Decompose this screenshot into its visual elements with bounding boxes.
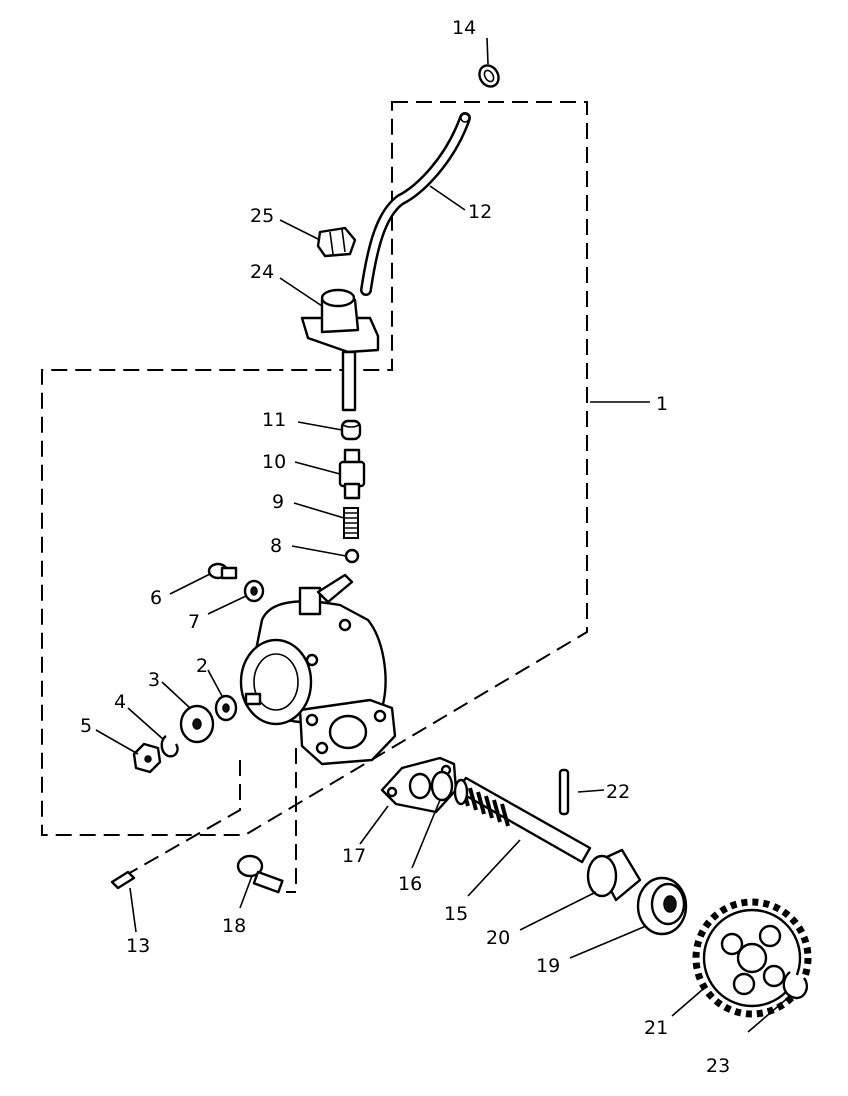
callout-1: 1	[656, 393, 668, 415]
callout-5: 5	[80, 715, 92, 737]
callout-14: 14	[452, 17, 476, 39]
callout-20: 20	[486, 927, 510, 949]
part-12-oil-pipe	[360, 112, 471, 296]
callout-11: 11	[262, 409, 286, 431]
part-14-cap	[478, 64, 500, 88]
callout-8: 8	[270, 535, 282, 557]
part-6-screw	[207, 562, 238, 580]
part-19-bearing	[636, 876, 688, 936]
part-16-o-ring	[430, 770, 454, 802]
part-18-bolt	[236, 854, 284, 894]
assembly-boundary-bolt	[286, 748, 297, 893]
part-23-circlip	[782, 971, 808, 1000]
part-13-pin	[110, 870, 136, 890]
part-21-gear	[692, 898, 812, 1018]
leader-lines	[95, 37, 791, 1033]
callout-10: 10	[262, 451, 286, 473]
part-8-ball	[344, 548, 360, 564]
callout-4: 4	[114, 691, 126, 713]
callout-12: 12	[468, 201, 492, 223]
callout-25: 25	[250, 205, 274, 227]
part-15-drive-shaft	[453, 776, 592, 864]
callout-7: 7	[188, 611, 200, 633]
part-2-collar	[214, 694, 238, 722]
part-5-nut	[132, 742, 162, 774]
callout-17: 17	[342, 845, 366, 867]
oil-pump-body	[239, 573, 397, 766]
callout-24: 24	[250, 261, 274, 283]
callout-9: 9	[272, 491, 284, 513]
part-20-bushing	[586, 848, 642, 902]
part-24-bracket	[300, 288, 380, 412]
part-7-washer	[243, 579, 265, 603]
callout-3: 3	[148, 669, 160, 691]
part-22-pin	[558, 768, 570, 816]
assembly-boundary-inner	[125, 760, 241, 876]
assembly-boundary	[41, 101, 588, 836]
part-25-clip	[316, 226, 357, 258]
part-4-lock-washer	[160, 735, 179, 758]
callout-13: 13	[126, 935, 150, 957]
callout-18: 18	[222, 915, 246, 937]
callout-21: 21	[644, 1017, 668, 1039]
callout-16: 16	[398, 873, 422, 895]
callout-15: 15	[444, 903, 468, 925]
callout-22: 22	[606, 781, 630, 803]
callout-19: 19	[536, 955, 560, 977]
part-10-valve-body	[338, 448, 366, 500]
part-9-spring	[343, 507, 359, 539]
part-3-plate	[179, 704, 215, 744]
callout-23: 23	[706, 1055, 730, 1077]
callout-6: 6	[150, 587, 162, 609]
part-11-seal	[340, 419, 362, 441]
callout-2: 2	[196, 655, 208, 677]
